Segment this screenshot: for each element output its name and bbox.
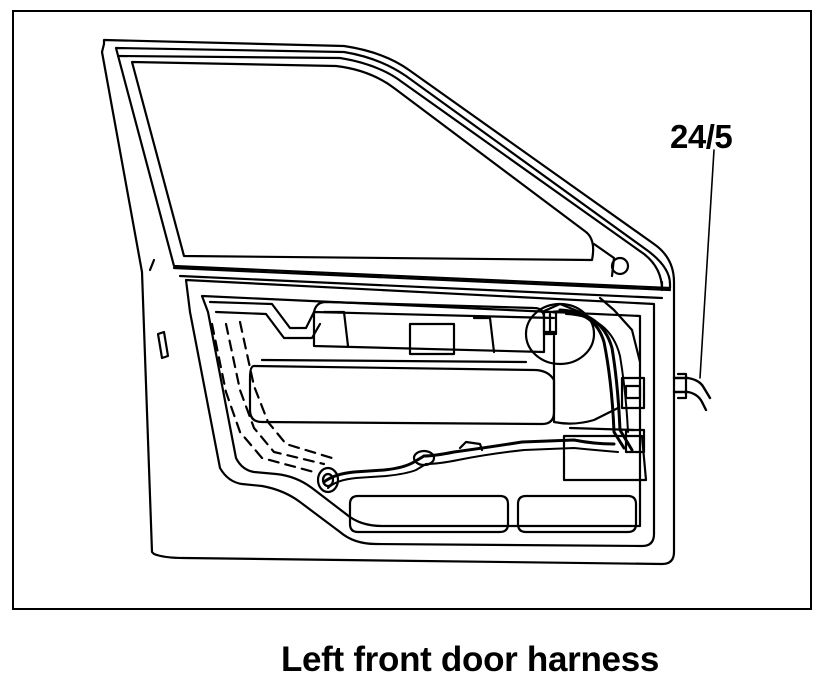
lower-right-connector <box>624 428 646 454</box>
motor-connector-u <box>542 312 558 334</box>
harness-main-2 <box>558 308 634 452</box>
lower-opening-right <box>516 494 638 534</box>
window-channel <box>592 242 616 278</box>
lower-opening-left <box>348 494 510 534</box>
door-harness-diagram <box>100 38 715 566</box>
upper-trim-bar-2 <box>214 310 322 340</box>
callout-leader-line <box>699 149 715 379</box>
exit-cable <box>672 376 712 400</box>
center-panel-top-edge <box>260 358 528 364</box>
door-outer-outline <box>100 38 676 566</box>
connector-block <box>620 376 646 410</box>
harness-to-grommet <box>322 454 426 484</box>
upper-trim-bar <box>208 300 556 330</box>
figure-frame: 24/5 <box>12 10 812 610</box>
exit-cable-2 <box>672 390 708 412</box>
motor-bracket <box>540 302 582 314</box>
figure-caption: Left front door harness <box>280 640 660 679</box>
inner-panel-outline-2 <box>200 294 642 528</box>
harness-main-3 <box>565 313 629 433</box>
motor-connector <box>542 310 558 336</box>
callout-label-24-5: 24/5 <box>670 118 733 155</box>
inner-panel-outline <box>184 278 656 548</box>
hidden-harness-dashes-2 <box>224 322 326 466</box>
belt-line-inner <box>178 274 664 300</box>
center-panel <box>248 364 556 426</box>
door-inner-outline <box>116 54 664 292</box>
harness-branch <box>458 440 484 452</box>
hinge-stub-upper <box>156 330 170 360</box>
window-frame-outer <box>114 46 672 290</box>
belt-line <box>172 266 672 292</box>
window-glass <box>130 60 595 262</box>
regulator-track-2 <box>472 316 496 354</box>
exit-cable-boot <box>676 372 688 400</box>
regulator-track-1 <box>322 310 350 348</box>
latch-bracket <box>598 296 642 364</box>
mirror-mount-hole <box>610 256 630 276</box>
harness-to-grommet-2 <box>327 463 427 489</box>
door-grommet-inner <box>321 472 335 488</box>
connector-block-inner <box>624 384 642 400</box>
hidden-harness-dashes-1 <box>210 322 316 474</box>
latch-housing <box>552 334 620 425</box>
hidden-harness-dashes-3 <box>238 320 334 460</box>
harness-lower-run-2 <box>425 447 619 465</box>
harness-lower-run <box>422 438 616 458</box>
harness-clip <box>412 449 436 467</box>
hinge-stub-lower <box>148 258 156 272</box>
speaker-grille <box>408 322 456 356</box>
door-grommet <box>316 466 340 494</box>
lower-right-panel-top <box>568 426 636 432</box>
